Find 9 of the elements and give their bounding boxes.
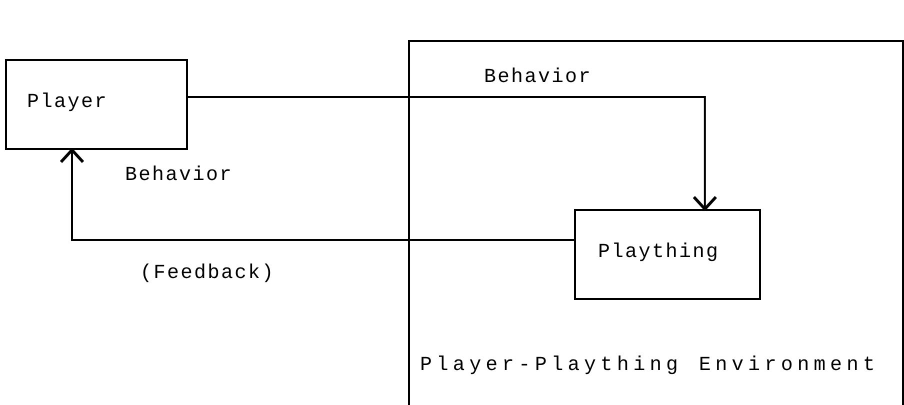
arrow [188, 96, 718, 210]
edge-note: (Feedback) [140, 262, 276, 285]
node-label: Player [27, 91, 108, 114]
arrow [60, 148, 574, 241]
node-label: Player-Plaything Environment [420, 354, 880, 377]
process-box [5, 59, 188, 150]
environment-region [408, 40, 904, 405]
process-box [574, 209, 761, 300]
node-label: Plaything [598, 241, 720, 264]
